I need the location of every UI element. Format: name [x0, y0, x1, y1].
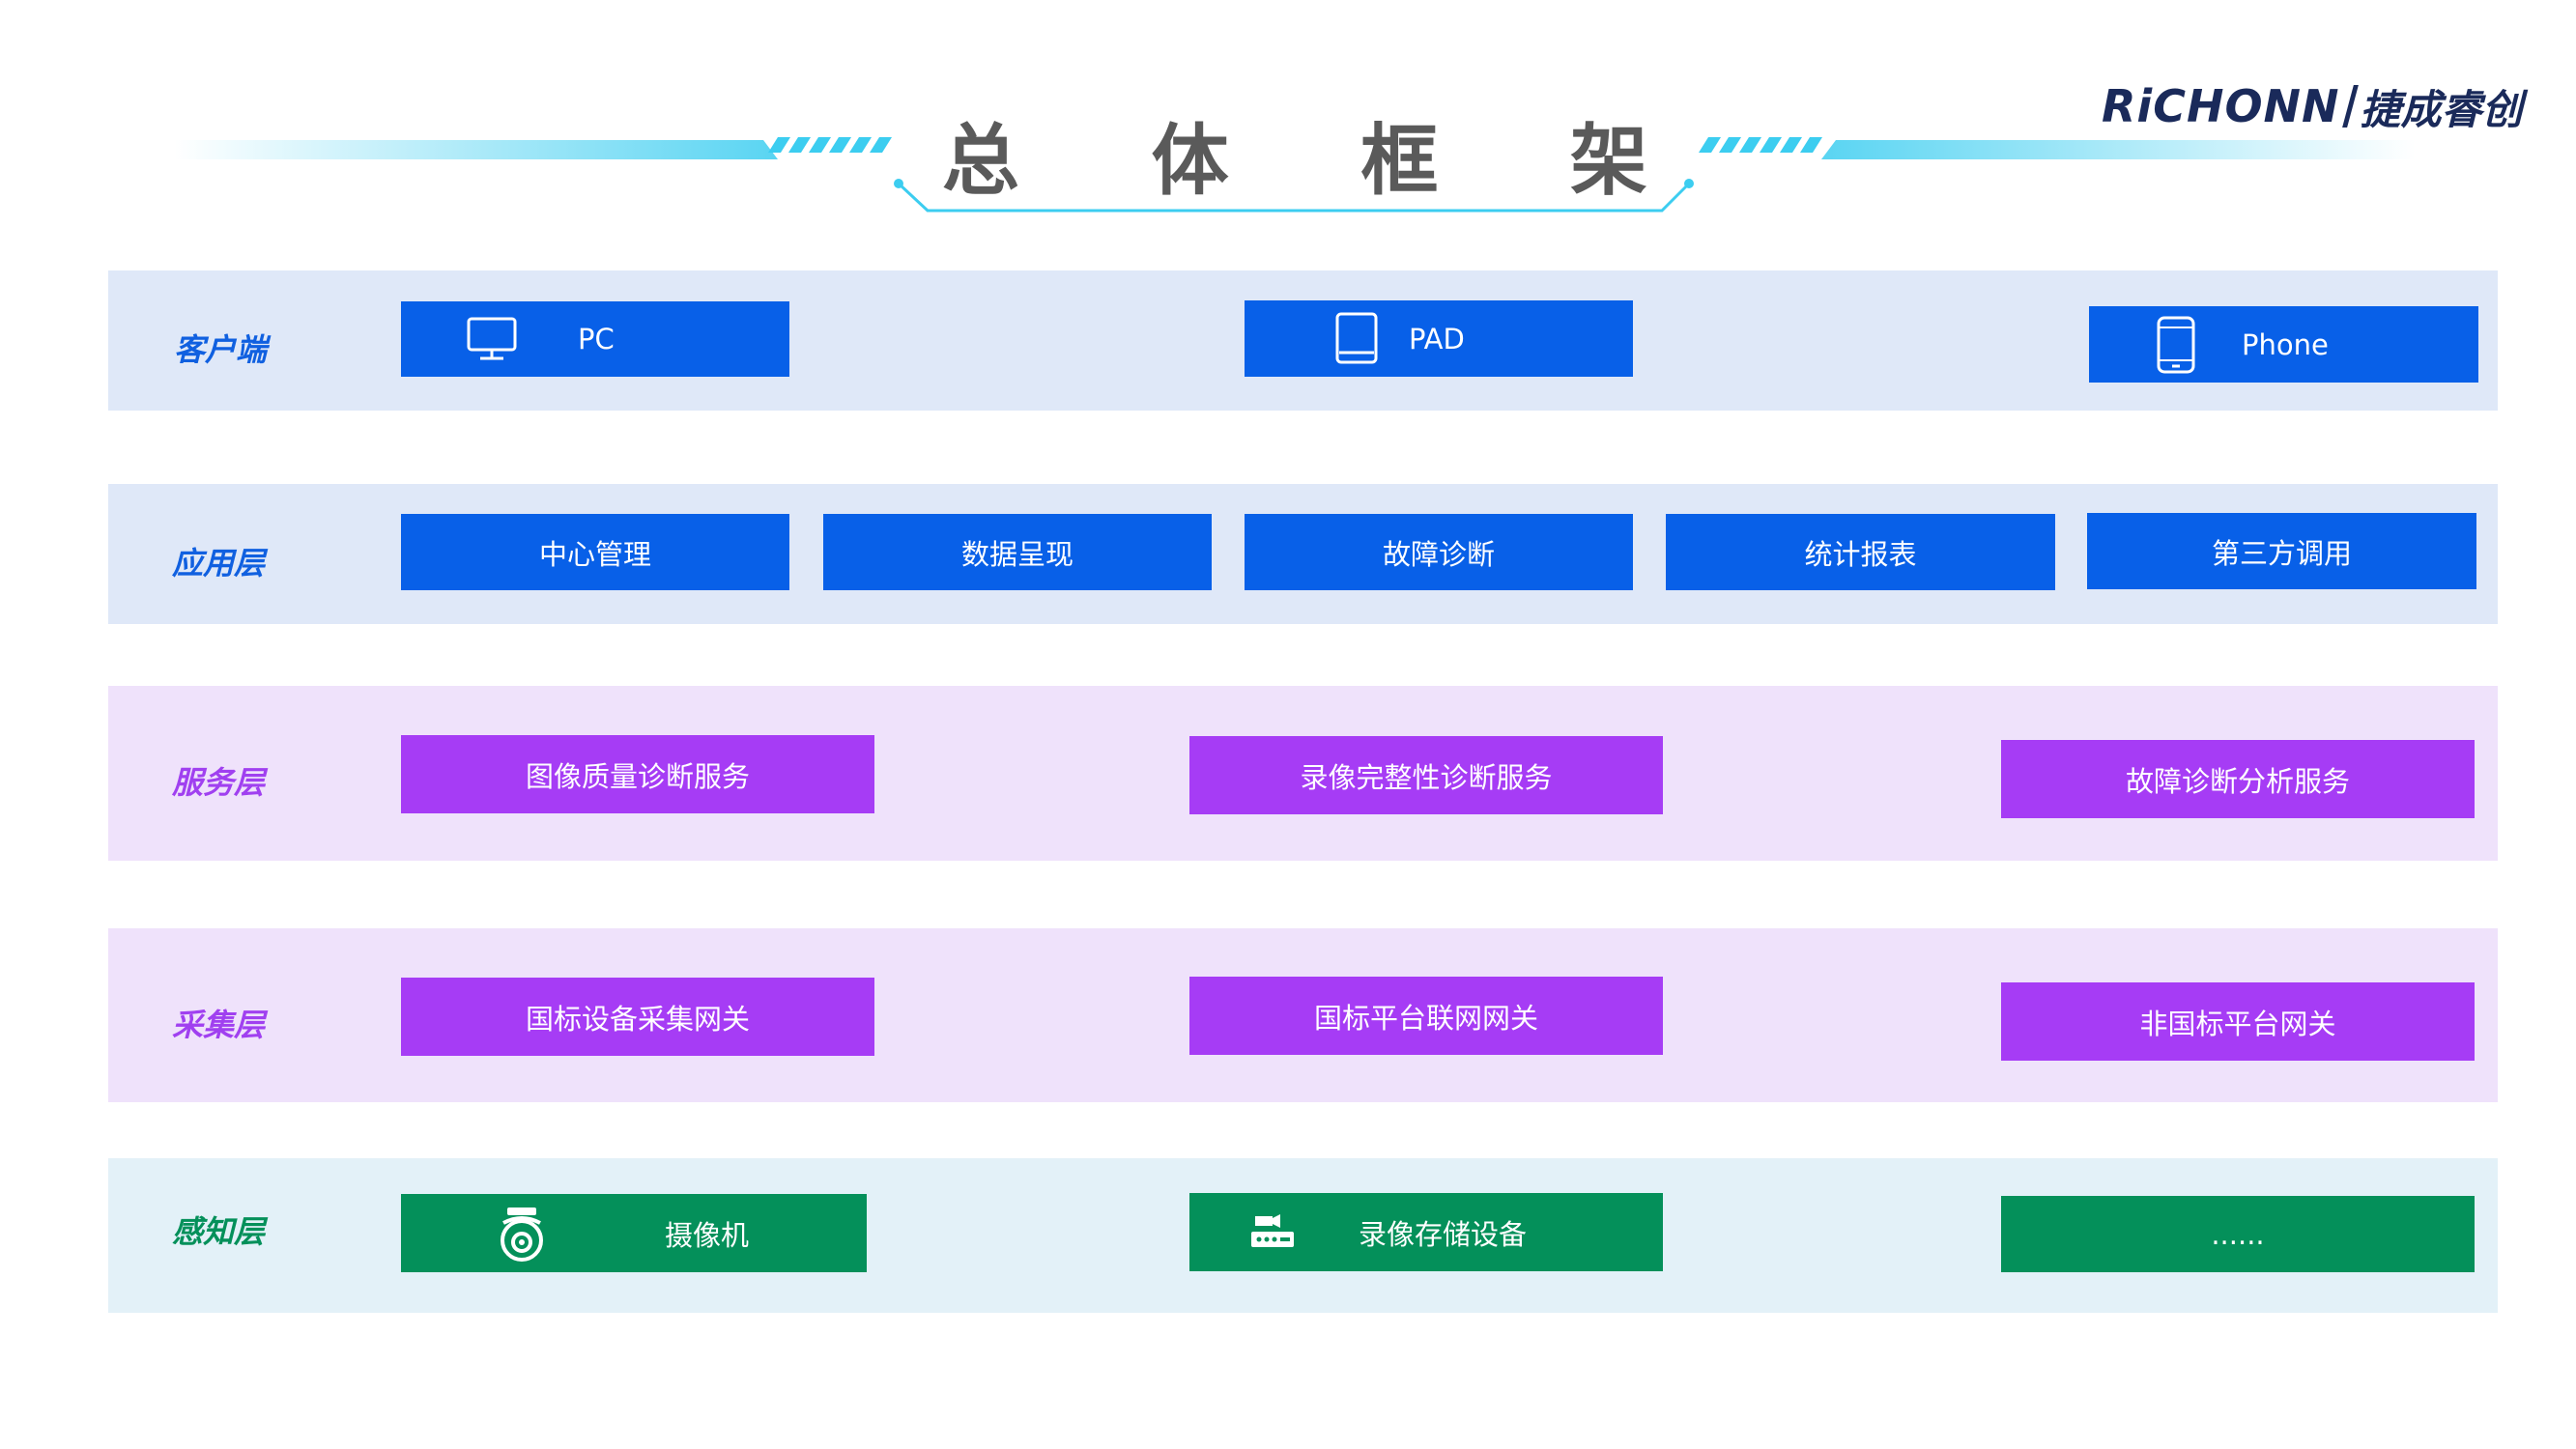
client-item-phone[interactable]: Phone — [2089, 306, 2478, 383]
application-item[interactable]: 故障诊断 — [1245, 514, 1633, 590]
logo-separator — [2341, 85, 2359, 128]
logo-chinese: 捷成睿创 — [2360, 85, 2523, 133]
service-layer-label: 服务层 — [172, 764, 266, 801]
perception-item-camera[interactable]: 摄像机 — [401, 1194, 867, 1272]
title-char: 框 — [1360, 116, 1439, 206]
client-item-label: PC — [578, 323, 615, 355]
service-item[interactable]: 故障诊断分析服务 — [2001, 740, 2475, 818]
perception-item-label: 摄像机 — [665, 1218, 750, 1252]
client-item-label: Phone — [2242, 327, 2329, 361]
monitor-icon — [467, 317, 517, 361]
title-char: 体 — [1151, 116, 1229, 206]
perception-item-more[interactable]: ...... — [2001, 1196, 2475, 1272]
header-decoration — [77, 131, 2493, 213]
collection-item[interactable]: 非国标平台网关 — [2001, 982, 2475, 1061]
title-char: 架 — [1569, 116, 1647, 206]
title-char: 总 — [942, 116, 1019, 206]
perception-item-label: 录像存储设备 — [1359, 1217, 1528, 1251]
application-item[interactable]: 第三方调用 — [2087, 513, 2476, 589]
collection-item[interactable]: 国标设备采集网关 — [401, 978, 874, 1056]
application-item[interactable]: 中心管理 — [401, 514, 789, 590]
client-item-label: PAD — [1409, 322, 1465, 355]
service-item[interactable]: 图像质量诊断服务 — [401, 735, 874, 813]
collection-layer-label: 采集层 — [172, 1007, 266, 1043]
phone-icon — [2157, 316, 2195, 374]
video-recorder-icon — [1249, 1214, 1296, 1249]
client-item-pc[interactable]: PC — [401, 301, 789, 377]
application-layer-label: 应用层 — [172, 545, 266, 582]
application-item[interactable]: 数据呈现 — [823, 514, 1212, 590]
collection-item[interactable]: 国标平台联网网关 — [1189, 977, 1663, 1055]
page-title: 总 体 框 架 — [928, 97, 1662, 213]
logo-english: RiCHONN — [2102, 80, 2340, 132]
perception-item-recorder[interactable]: 录像存储设备 — [1189, 1193, 1663, 1271]
client-item-pad[interactable]: PAD — [1245, 300, 1633, 377]
client-layer-label: 客户端 — [174, 331, 268, 368]
tablet-icon — [1335, 312, 1378, 364]
camera-icon — [498, 1206, 546, 1262]
perception-layer-label: 感知层 — [172, 1213, 266, 1250]
service-item[interactable]: 录像完整性诊断服务 — [1189, 736, 1663, 814]
company-logo: RiCHONN 捷成睿创 — [2102, 77, 2523, 135]
application-item[interactable]: 统计报表 — [1666, 514, 2055, 590]
